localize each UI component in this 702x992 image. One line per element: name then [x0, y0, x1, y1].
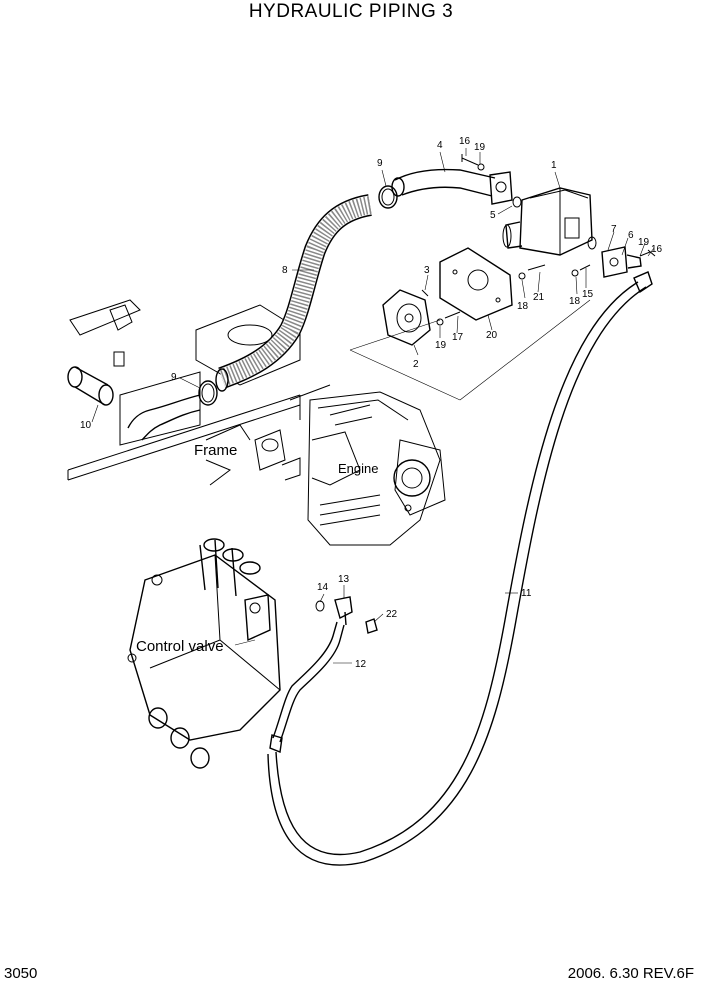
revision-date: 2006. 6.30 REV.6F — [567, 965, 694, 982]
callout-10: 10 — [80, 420, 92, 431]
engine-assembly — [307, 391, 446, 546]
part-8-suction-hose — [215, 194, 373, 392]
callout-14: 14 — [317, 582, 329, 593]
part-2-coupling-flange — [382, 289, 431, 346]
part-11-hose — [275, 281, 639, 856]
part-9-hose-clamp-upper — [378, 185, 398, 209]
page-number: 3050 — [4, 965, 38, 982]
frame-label: Frame — [194, 442, 237, 459]
callout-4: 4 — [437, 140, 443, 151]
callout-18-left: 18 — [517, 301, 529, 312]
part-10-filter — [67, 366, 114, 406]
callout-leaders — [91, 148, 655, 664]
page-title: HYDRAULIC PIPING 3 — [248, 1, 454, 22]
callout-8: 8 — [282, 265, 288, 276]
callout-5: 5 — [490, 210, 496, 221]
callout-12: 12 — [355, 659, 367, 670]
callout-17: 17 — [452, 332, 464, 343]
part-20-mounting-plate — [439, 247, 513, 321]
callout-2: 2 — [413, 359, 419, 370]
callout-18-right: 18 — [569, 296, 581, 307]
callout-16-right: 16 — [651, 244, 663, 255]
callout-19-bottom: 19 — [435, 340, 447, 351]
callout-9-upper: 9 — [377, 158, 383, 169]
part-9-hose-clamp-lower — [198, 380, 218, 406]
part-22-plug — [365, 618, 378, 634]
part-4-elbow-pipe — [391, 168, 513, 205]
callout-7: 7 — [611, 224, 617, 235]
frame-structure — [67, 299, 331, 486]
callout-21: 21 — [533, 292, 545, 303]
callout-19-top: 19 — [474, 142, 486, 153]
callout-11: 11 — [521, 588, 532, 599]
part-12-hose — [279, 624, 345, 743]
callout-15: 15 — [582, 289, 594, 300]
callout-13: 13 — [338, 574, 350, 585]
control-valve-assembly — [127, 538, 281, 769]
part-1-hydraulic-pump — [502, 187, 593, 256]
part-5-o-ring — [512, 196, 522, 208]
callout-6: 6 — [628, 230, 634, 241]
engine-label: Engine — [338, 461, 378, 476]
callout-20: 20 — [486, 330, 498, 341]
part-7-flange-fitting — [587, 236, 642, 278]
part-13-elbow-fitting — [315, 596, 353, 626]
lower-elbow-pipe — [127, 394, 201, 429]
control-valve-label: Control valve — [136, 638, 224, 655]
part-3-pin — [421, 289, 429, 297]
callout-22: 22 — [386, 609, 398, 620]
callout-1: 1 — [551, 160, 557, 171]
callout-9-lower: 9 — [171, 372, 177, 383]
callout-19-right: 19 — [638, 237, 650, 248]
callout-16-top: 16 — [459, 136, 471, 147]
callout-3: 3 — [424, 265, 430, 276]
